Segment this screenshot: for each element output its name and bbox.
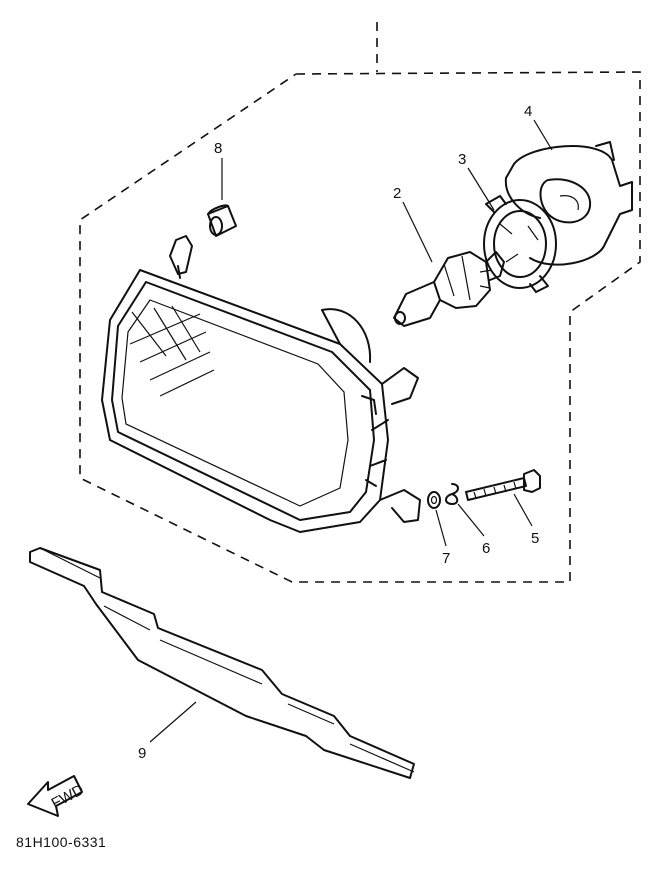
callout-8: 8	[214, 140, 222, 157]
diagram-code: 81H100-6331	[16, 834, 107, 850]
callout-numbers: 2 3 4 5 6 7 8 9	[138, 103, 539, 762]
cover-bar	[29, 547, 415, 779]
grommet	[427, 491, 441, 509]
bulb-retainer-ring	[483, 195, 557, 293]
callout-2: 2	[393, 185, 401, 202]
callout-9: 9	[138, 745, 146, 762]
leader-lines	[149, 119, 553, 743]
callout-7: 7	[442, 550, 450, 567]
forward-direction-arrow: FWD	[27, 775, 87, 817]
assembly-boundary	[79, 22, 641, 583]
callout-3: 3	[458, 151, 466, 168]
spring	[445, 483, 459, 505]
headlight-bulb	[393, 251, 505, 327]
bulb-cover-boot	[504, 141, 633, 266]
callout-4: 4	[524, 103, 532, 120]
callout-6: 6	[482, 540, 490, 557]
adjusting-screw	[465, 469, 541, 501]
headlight-housing	[101, 235, 421, 533]
callout-5: 5	[531, 530, 539, 547]
collar	[207, 204, 237, 237]
